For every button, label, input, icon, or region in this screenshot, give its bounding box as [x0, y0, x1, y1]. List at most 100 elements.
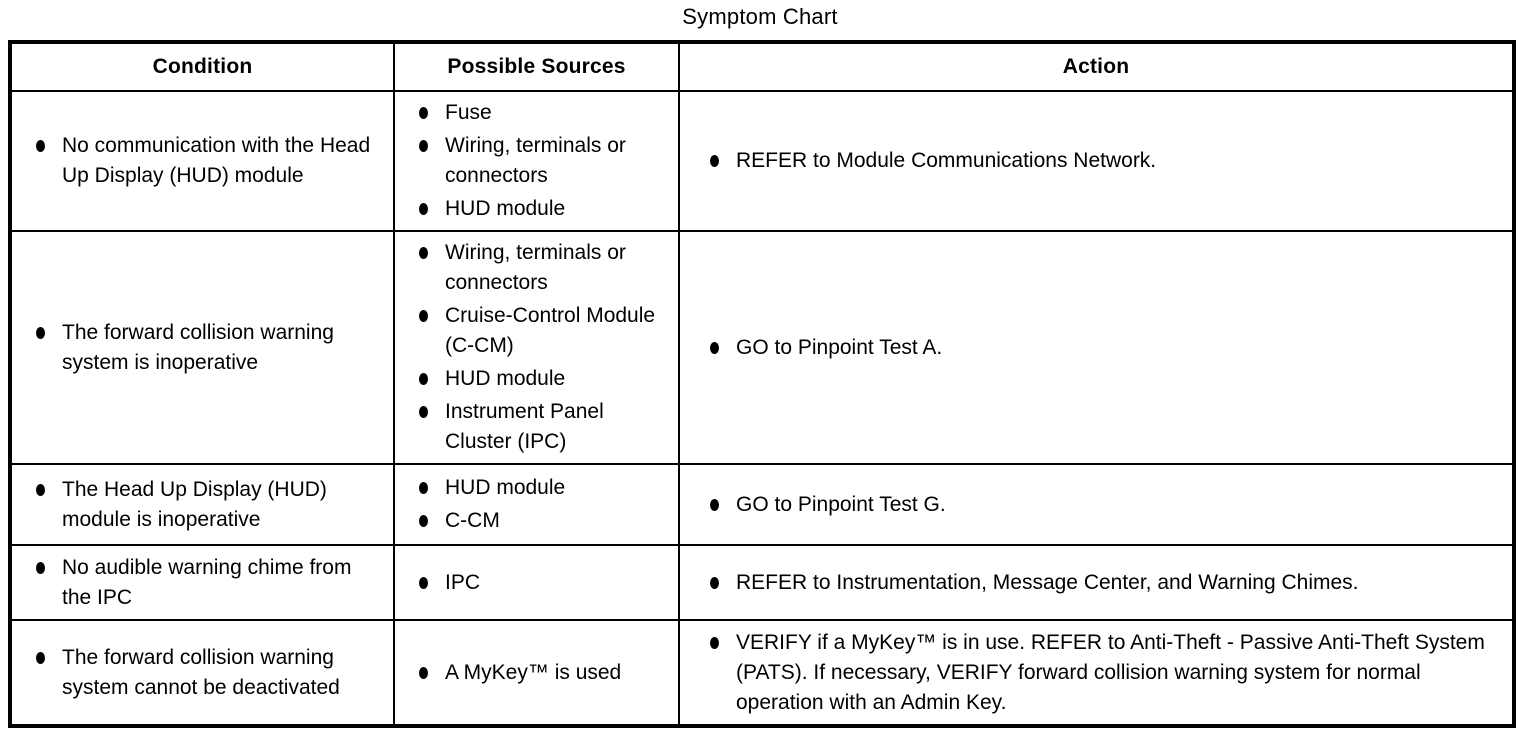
header-condition: Condition: [9, 41, 395, 92]
header-row: Condition Possible Sources Action: [9, 41, 1515, 92]
bullet-item: Wiring, terminals or connectors: [419, 238, 666, 298]
bullet-text: GO to Pinpoint Test A.: [736, 335, 943, 359]
action-cell: REFER to Instrumentation, Message Center…: [678, 544, 1515, 621]
action-list: REFER to Module Communications Network.: [680, 140, 1512, 182]
bullet-item: No audible warning chime from the IPC: [36, 553, 381, 613]
action-cell: VERIFY if a MyKey™ is in use. REFER to A…: [678, 619, 1515, 727]
action-cell: REFER to Module Communications Network.: [678, 90, 1515, 232]
bullet-icon: [419, 203, 428, 215]
bullet-icon: [419, 666, 428, 679]
table-row: The Head Up Display (HUD) module is inop…: [9, 463, 1515, 546]
bullet-text: No communication with the Head Up Displa…: [62, 134, 371, 187]
bullet-item: REFER to Instrumentation, Message Center…: [710, 568, 1500, 598]
bullet-item: Cruise-Control Module (C-CM): [419, 301, 666, 361]
condition-cell: The forward collision warning system is …: [9, 230, 395, 465]
action-cell: GO to Pinpoint Test A.: [678, 230, 1515, 465]
bullet-icon: [710, 636, 719, 649]
page-title: Symptom Chart: [682, 4, 838, 29]
header-action: Action: [678, 41, 1515, 92]
bullet-text: HUD module: [445, 476, 566, 499]
table-body: No communication with the Head Up Displa…: [9, 90, 1515, 727]
condition-list: The forward collision warning system can…: [12, 637, 393, 709]
bullet-item: No communication with the Head Up Displa…: [36, 131, 381, 191]
bullet-icon: [419, 247, 428, 259]
bullet-item: Fuse: [419, 98, 666, 128]
bullet-icon: [710, 498, 719, 511]
condition-list: No audible warning chime from the IPC: [12, 547, 393, 619]
bullet-item: The Head Up Display (HUD) module is inop…: [36, 475, 381, 535]
bullet-item: The forward collision warning system can…: [36, 643, 381, 703]
bullet-item: IPC: [419, 568, 666, 598]
bullet-text: C-CM: [445, 509, 500, 532]
bullet-item: A MyKey™ is used: [419, 658, 666, 688]
bullet-text: Wiring, terminals or connectors: [445, 134, 626, 187]
bullet-item: VERIFY if a MyKey™ is in use. REFER to A…: [710, 628, 1500, 718]
bullet-text: Wiring, terminals or connectors: [445, 241, 626, 294]
bullet-text: REFER to Instrumentation, Message Center…: [736, 570, 1359, 594]
bullet-icon: [419, 515, 428, 527]
bullet-text: Instrument Panel Cluster (IPC): [445, 400, 604, 453]
bullet-item: C-CM: [419, 506, 666, 536]
bullet-item: HUD module: [419, 364, 666, 394]
condition-cell: No audible warning chime from the IPC: [9, 544, 395, 621]
table-row: No communication with the Head Up Displa…: [9, 90, 1515, 232]
table-header: Condition Possible Sources Action: [9, 41, 1515, 92]
sources-list: IPC: [395, 562, 678, 604]
condition-list: The forward collision warning system is …: [12, 312, 393, 384]
bullet-text: The forward collision warning system can…: [62, 645, 340, 699]
sources-cell: IPC: [393, 544, 680, 621]
bullet-text: HUD module: [445, 197, 566, 220]
action-list: VERIFY if a MyKey™ is in use. REFER to A…: [680, 622, 1512, 724]
bullet-icon: [419, 482, 428, 494]
bullet-icon: [710, 155, 719, 167]
condition-list: No communication with the Head Up Displa…: [12, 125, 393, 197]
condition-cell: No communication with the Head Up Displa…: [9, 90, 395, 232]
action-list: REFER to Instrumentation, Message Center…: [680, 562, 1512, 604]
bullet-item: HUD module: [419, 194, 666, 224]
bullet-icon: [710, 341, 719, 354]
bullet-text: GO to Pinpoint Test G.: [736, 492, 946, 516]
bullet-icon: [36, 561, 45, 574]
action-list: GO to Pinpoint Test A.: [680, 327, 1512, 369]
bullet-item: Instrument Panel Cluster (IPC): [419, 397, 666, 457]
sources-list: A MyKey™ is used: [395, 652, 678, 694]
header-possible-sources: Possible Sources: [393, 41, 680, 92]
bullet-item: GO to Pinpoint Test G.: [710, 490, 1500, 520]
bullet-item: The forward collision warning system is …: [36, 318, 381, 378]
bullet-icon: [419, 373, 428, 385]
bullet-icon: [36, 140, 45, 152]
bullet-item: REFER to Module Communications Network.: [710, 146, 1500, 176]
bullet-icon: [419, 576, 428, 589]
bullet-text: HUD module: [445, 367, 566, 390]
bullet-text: The Head Up Display (HUD) module is inop…: [62, 477, 327, 531]
condition-cell: The Head Up Display (HUD) module is inop…: [9, 463, 395, 546]
bullet-item: Wiring, terminals or connectors: [419, 131, 666, 191]
bullet-icon: [419, 107, 428, 119]
action-list: GO to Pinpoint Test G.: [680, 484, 1512, 526]
bullet-text: IPC: [445, 570, 481, 594]
bullet-text: VERIFY if a MyKey™ is in use. REFER to A…: [736, 630, 1485, 714]
bullet-icon: [710, 576, 719, 589]
bullet-text: Fuse: [445, 101, 492, 124]
bullet-icon: [419, 406, 428, 418]
bullet-icon: [36, 326, 45, 339]
condition-list: The Head Up Display (HUD) module is inop…: [12, 469, 393, 541]
bullet-icon: [419, 310, 428, 322]
action-cell: GO to Pinpoint Test G.: [678, 463, 1515, 546]
bullet-text: A MyKey™ is used: [445, 660, 622, 684]
bullet-icon: [36, 483, 45, 496]
bullet-text: REFER to Module Communications Network.: [736, 149, 1157, 172]
condition-cell: The forward collision warning system can…: [9, 619, 395, 727]
bullet-text: The forward collision warning system is …: [62, 320, 334, 374]
bullet-item: HUD module: [419, 473, 666, 503]
table-row: The forward collision warning system can…: [9, 619, 1515, 727]
bullet-text: Cruise-Control Module (C-CM): [445, 304, 656, 357]
symptom-chart-table: Condition Possible Sources Action No com…: [8, 40, 1516, 728]
bullet-text: No audible warning chime from the IPC: [62, 555, 352, 609]
